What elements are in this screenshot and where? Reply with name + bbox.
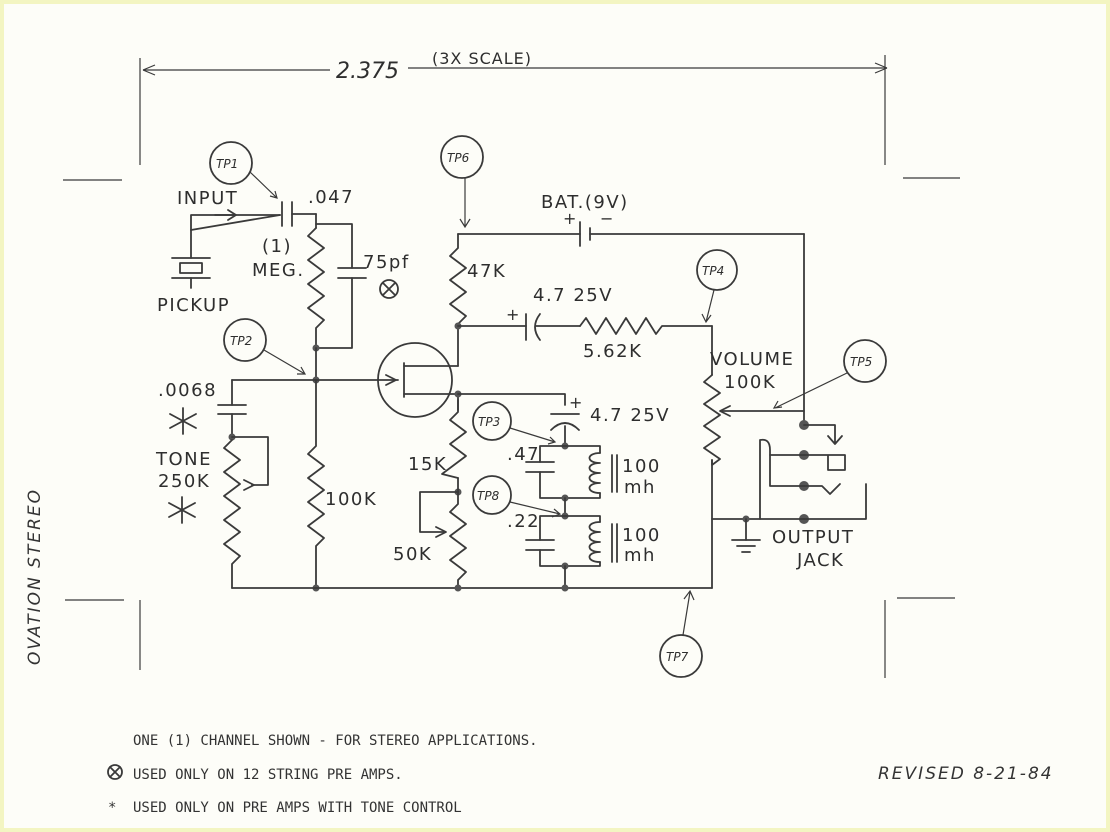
tp1-label: TP1 (216, 157, 238, 171)
revised-label: REVISED 8-21-84 (878, 764, 1054, 784)
note-line-3: USED ONLY ON PRE AMPS WITH TONE CONTROL (133, 800, 462, 816)
res-100k-label: 100K (325, 489, 377, 510)
input-section (171, 201, 399, 384)
output-jack (711, 420, 867, 553)
tp2-label: TP2 (230, 334, 252, 348)
tone-section (168, 379, 269, 589)
tp3-label: TP3 (478, 415, 500, 429)
output-label-1: OUTPUT (772, 527, 854, 548)
svg-text:+: + (563, 209, 577, 228)
tp7-label: TP7 (666, 650, 689, 664)
volume-label-2: 100K (724, 372, 776, 393)
pickup-label: PICKUP (157, 295, 230, 316)
filter-section: + (419, 390, 618, 592)
res-47k-label: 47K (467, 261, 506, 282)
tp1: TP1 (209, 141, 278, 199)
tp4-label: TP4 (702, 264, 724, 278)
cap-47-top-label: 4.7 25V (533, 285, 613, 306)
volume-label-1: VOLUME (710, 349, 794, 370)
svg-text:+: + (506, 305, 520, 324)
tp5-label: TP5 (850, 355, 872, 369)
meg-label-1: (1) (262, 236, 292, 257)
scale-label: (3X SCALE) (432, 49, 532, 68)
tone-label-1: TONE (155, 449, 212, 470)
tp6-label: TP6 (447, 151, 470, 165)
svg-text:+: + (569, 393, 583, 412)
tp7: TP7 (659, 589, 703, 678)
output-label-2: JACK (796, 550, 844, 571)
fet-transistor (231, 324, 459, 418)
supply-section: + − + (449, 209, 805, 426)
tone-label-2: 250K (158, 471, 210, 492)
pickup-symbol (179, 262, 203, 274)
side-label: OVATION STEREO (25, 488, 45, 665)
note-line-2: USED ONLY ON 12 STRING PRE AMPS. (133, 767, 403, 783)
input-label: INPUT (177, 188, 238, 209)
res-562k-label: 5.62K (583, 341, 642, 362)
tp5: TP5 (772, 339, 887, 409)
schematic-diagram: 2.375 (3X SCALE) OVATION STEREO (25, 49, 1054, 816)
tp8-label: TP8 (477, 489, 500, 503)
tp4: TP4 (696, 249, 738, 324)
tp8: TP8 (472, 475, 562, 518)
ind-1-label-b: mh (624, 477, 656, 498)
volume-section (703, 325, 805, 589)
pot-50k-label: 50K (393, 544, 432, 565)
cap-47-mid-label: 4.7 25V (590, 405, 670, 426)
ind-2-label-b: mh (624, 545, 656, 566)
note-line-1: ONE (1) CHANNEL SHOWN - FOR STEREO APPLI… (133, 733, 538, 749)
battery-label: BAT.(9V) (541, 192, 629, 213)
dimension-line: 2.375 (3X SCALE) (142, 49, 888, 84)
tp6: TP6 (440, 135, 484, 229)
svg-text:−: − (600, 209, 614, 228)
cap-75pf-label: 75pf (363, 252, 410, 273)
ind-2-label-a: 100 (622, 525, 661, 546)
cap-022-label: .22 (507, 511, 540, 532)
cap-tone-label: .0068 (158, 380, 217, 401)
star-icon: * (108, 800, 116, 816)
tp2: TP2 (223, 318, 307, 375)
cap-047-label: .47 (507, 444, 540, 465)
meg-label-2: MEG. (252, 260, 305, 281)
cap-input-label: .047 (308, 187, 354, 208)
ind-1-label-a: 100 (622, 456, 661, 477)
crop-marks (63, 55, 960, 678)
x-circle-icon (107, 764, 123, 780)
res-15k-label: 15K (408, 454, 447, 475)
dimension-value: 2.375 (336, 59, 399, 84)
tp3: TP3 (472, 401, 557, 445)
schematic-sheet: 2.375 (3X SCALE) OVATION STEREO (4, 4, 1106, 828)
